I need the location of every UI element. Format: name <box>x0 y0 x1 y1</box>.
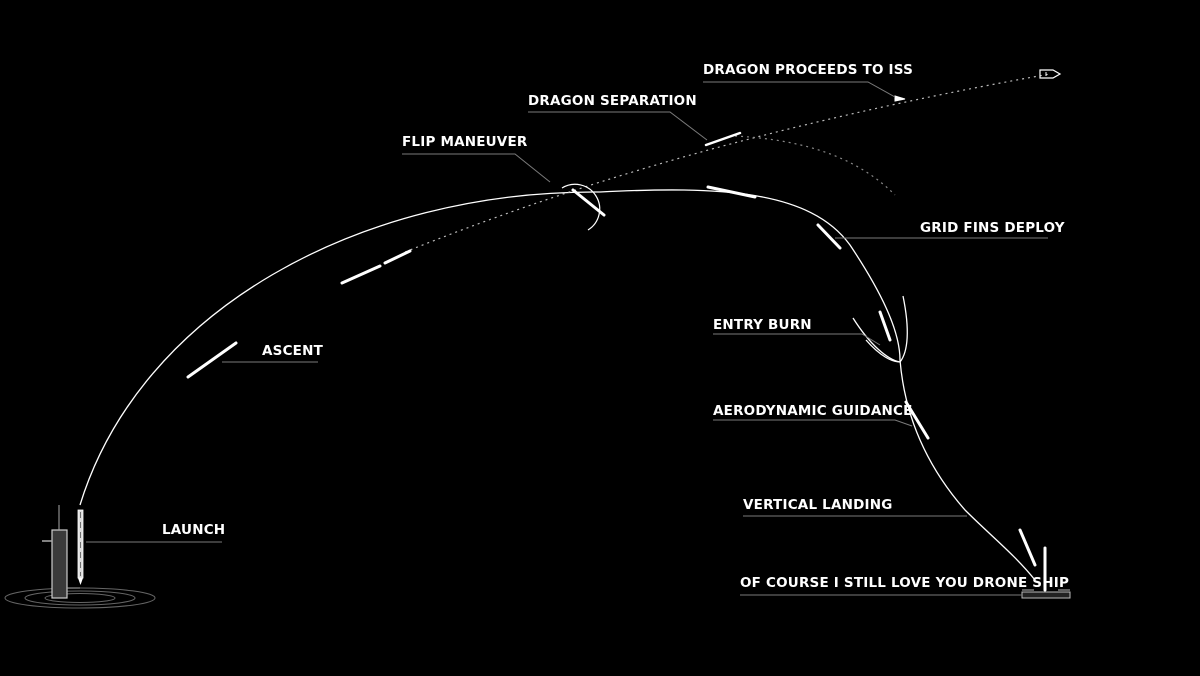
label-grid-fins: GRID FINS DEPLOY <box>920 220 1065 236</box>
label-entry-burn: ENTRY BURN <box>713 317 812 333</box>
dragon-capsule-markers <box>704 95 906 147</box>
ballistic-arc <box>734 135 896 196</box>
return-trajectory <box>599 189 1036 581</box>
label-dragon-separation: DRAGON SEPARATION <box>528 93 697 109</box>
rocket-on-pad-icon <box>77 509 84 585</box>
dragon-trajectory <box>404 73 1051 253</box>
entry-burn-icon <box>852 295 908 363</box>
label-aero-guidance: AERODYNAMIC GUIDANCE <box>713 403 913 419</box>
label-vertical-landing: VERTICAL LANDING <box>743 497 893 513</box>
label-drone-ship: OF COURSE I STILL LOVE YOU DRONE SHIP <box>740 575 1070 591</box>
return-rocket-markers <box>706 185 930 440</box>
drone-ship-icon <box>1021 589 1071 599</box>
label-flip-maneuver: FLIP MANEUVER <box>402 134 528 150</box>
ascent-trajectory <box>79 191 601 506</box>
label-dragon-proceeds: DRAGON PROCEEDS TO ISS <box>703 62 913 78</box>
dragon-capsule-icon <box>1039 69 1062 79</box>
landing-rocket-icons <box>1018 528 1047 592</box>
label-leader-lines <box>86 81 1048 596</box>
flip-maneuver-icon <box>561 183 606 231</box>
launch-pad <box>4 587 156 609</box>
label-launch: LAUNCH <box>162 522 226 538</box>
label-ascent: ASCENT <box>262 343 324 359</box>
ascent-rocket-markers <box>186 249 412 379</box>
launch-tower <box>42 505 80 599</box>
